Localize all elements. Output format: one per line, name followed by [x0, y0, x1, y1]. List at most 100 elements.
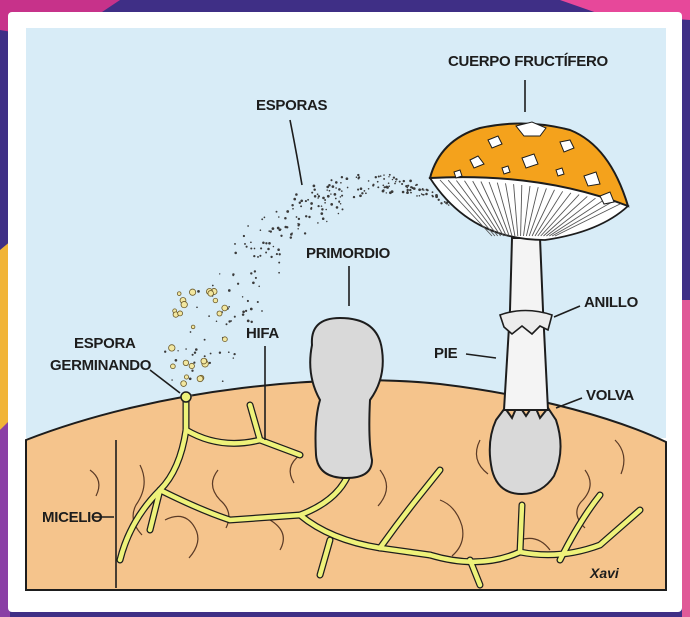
spore-dot — [382, 189, 384, 191]
spore-dot — [244, 243, 246, 245]
spore-dot — [228, 289, 231, 292]
spore-dot — [250, 272, 252, 274]
spore-dot — [425, 193, 428, 196]
spore-dot — [432, 191, 434, 193]
spore-grain — [183, 360, 189, 366]
spore-dot — [341, 195, 343, 197]
spore-dot — [410, 180, 411, 181]
spore-dot — [388, 176, 389, 177]
spore-dot — [329, 190, 331, 192]
spore-dot — [347, 187, 349, 189]
spore-dot — [402, 191, 405, 194]
label-mycelium: MICELIO — [42, 509, 103, 526]
spore-dot — [360, 187, 363, 190]
spore-dot — [357, 174, 359, 176]
label-volva: VOLVA — [586, 387, 634, 404]
spore-dot — [250, 247, 252, 249]
spore-dot — [321, 208, 323, 210]
spore-dot — [222, 380, 224, 382]
spore-grain — [181, 381, 187, 387]
spore-dot — [411, 186, 412, 187]
spore-dot — [290, 236, 292, 238]
label-spores: ESPORAS — [256, 97, 328, 114]
spore-dot — [317, 197, 319, 199]
spore-dot — [242, 310, 245, 313]
spore-dot — [389, 174, 391, 176]
spore-dot — [377, 186, 379, 188]
spore-dot — [375, 176, 377, 178]
spore-dot — [311, 192, 313, 194]
spore-dot — [237, 283, 239, 285]
spore-dot — [277, 248, 280, 251]
spore-dot — [228, 351, 230, 353]
spore-dot — [277, 227, 280, 230]
spore-dot — [377, 181, 379, 183]
primordium — [310, 318, 383, 478]
spore-dot — [418, 188, 421, 191]
spore-dot — [327, 195, 330, 198]
spore-grain — [201, 358, 207, 364]
spore-dot — [278, 272, 280, 274]
spore-dot — [328, 184, 331, 187]
spore-dot — [189, 377, 192, 380]
label-ring: ANILLO — [584, 294, 639, 311]
spore-dot — [219, 273, 220, 274]
spore-dot — [242, 313, 245, 316]
spore-dot — [346, 177, 349, 180]
spore-dot — [392, 179, 393, 180]
spore-grain — [217, 311, 222, 316]
spore-dot — [296, 216, 298, 218]
spore-dot — [261, 310, 263, 312]
spore-dot — [322, 217, 325, 220]
spore-dot — [219, 352, 221, 354]
spore-dot — [388, 182, 390, 184]
spore-grain — [184, 375, 188, 379]
spore-dot — [228, 306, 230, 308]
spore-dot — [247, 225, 249, 227]
spore-dot — [192, 354, 194, 356]
spore-dot — [422, 194, 424, 196]
spore-dot — [233, 353, 235, 355]
label-hypha: HIFA — [246, 325, 279, 342]
spore-dot — [257, 256, 259, 258]
spore-dot — [233, 357, 234, 358]
spore-dot — [395, 178, 397, 180]
spore-dot — [300, 205, 302, 207]
spore-dot — [253, 255, 255, 257]
spore-dot — [340, 196, 342, 198]
spore-dot — [267, 248, 270, 251]
spore-dot — [175, 359, 178, 362]
spore-dot — [383, 174, 384, 175]
spore-dot — [314, 195, 317, 198]
label-fruiting-body: CUERPO FRUCTÍFERO — [448, 53, 609, 70]
spore-dot — [196, 306, 198, 308]
spore-dot — [335, 187, 337, 189]
spore-dot — [284, 217, 287, 220]
artist-signature: Xavi — [589, 565, 620, 581]
spore-dot — [395, 181, 396, 182]
spore-dot — [393, 176, 395, 178]
spore-dot — [308, 216, 310, 218]
spore-dot — [276, 211, 278, 213]
label-germinating-spore-line2: GERMINANDO — [50, 357, 152, 374]
spore-dot — [321, 205, 323, 207]
spore-dot — [195, 348, 198, 351]
spore-dot — [372, 185, 374, 187]
spore-dot — [185, 348, 187, 350]
spore-dot — [416, 195, 418, 197]
spore-dot — [391, 190, 394, 193]
spore-dot — [164, 351, 166, 353]
spore-dot — [364, 190, 366, 192]
spore-dot — [382, 184, 384, 186]
spore-grain — [189, 289, 195, 295]
spore-grain — [177, 292, 181, 296]
spore-dot — [300, 199, 303, 202]
spore-dot — [317, 205, 319, 207]
spore-dot — [272, 227, 275, 230]
spore-dot — [232, 273, 234, 275]
spore-dot — [341, 190, 343, 192]
spore-dot — [394, 183, 396, 185]
spore-dot — [243, 235, 245, 237]
spore-dot — [330, 179, 332, 181]
spore-dot — [358, 176, 360, 178]
